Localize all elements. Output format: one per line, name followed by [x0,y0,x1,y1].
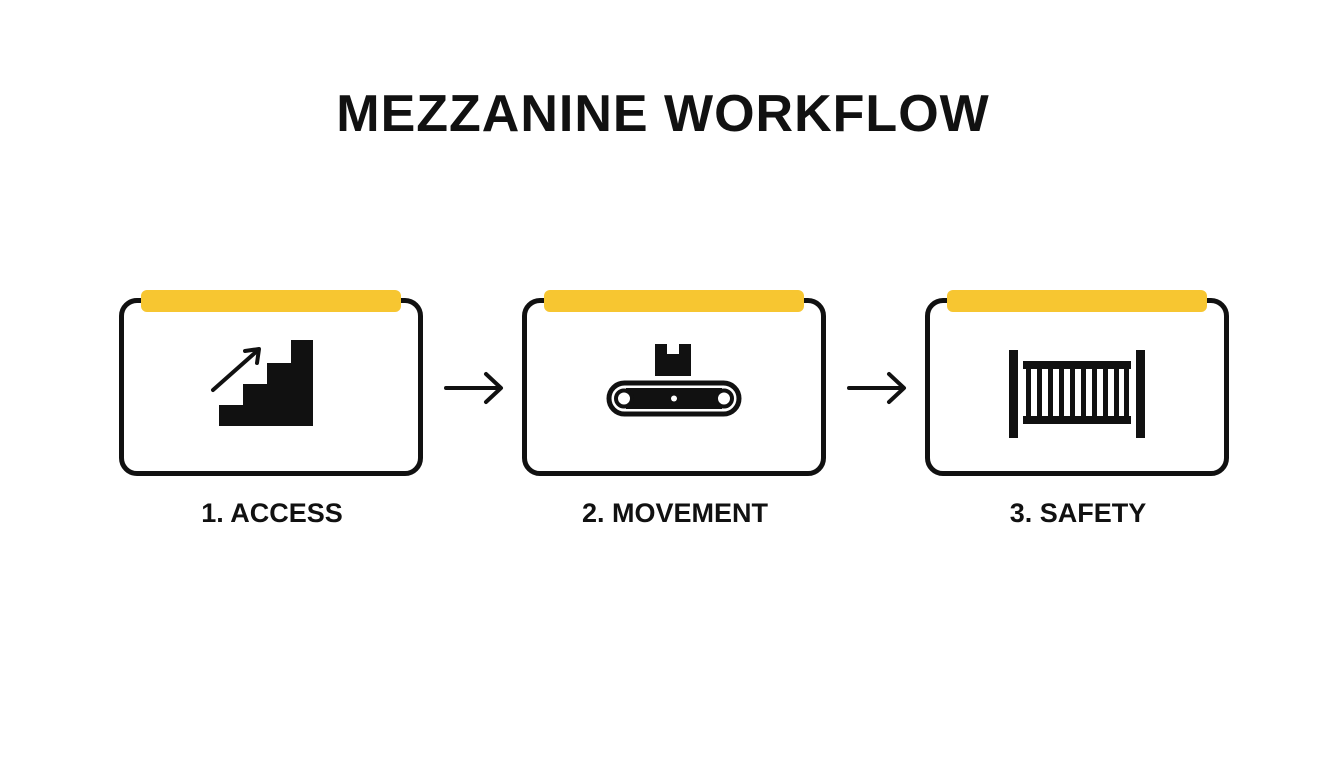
step-label: 3. SAFETY [1009,498,1147,528]
stairs-up-icon [124,303,418,471]
conveyor-belt-icon [527,303,821,471]
arrow-right-icon [444,368,506,408]
arrow-right-icon [847,368,909,408]
accent-bar [544,290,804,312]
accent-bar [947,290,1207,312]
step-card [925,298,1229,476]
safety-railing-icon [930,303,1224,471]
step-card [522,298,826,476]
diagram-title: MEZZANINE WORKFLOW [336,85,990,143]
step-label: 2. MOVEMENT [581,498,769,528]
step-card [119,298,423,476]
accent-bar [141,290,401,312]
step-label: 1. ACCESS [201,498,343,528]
